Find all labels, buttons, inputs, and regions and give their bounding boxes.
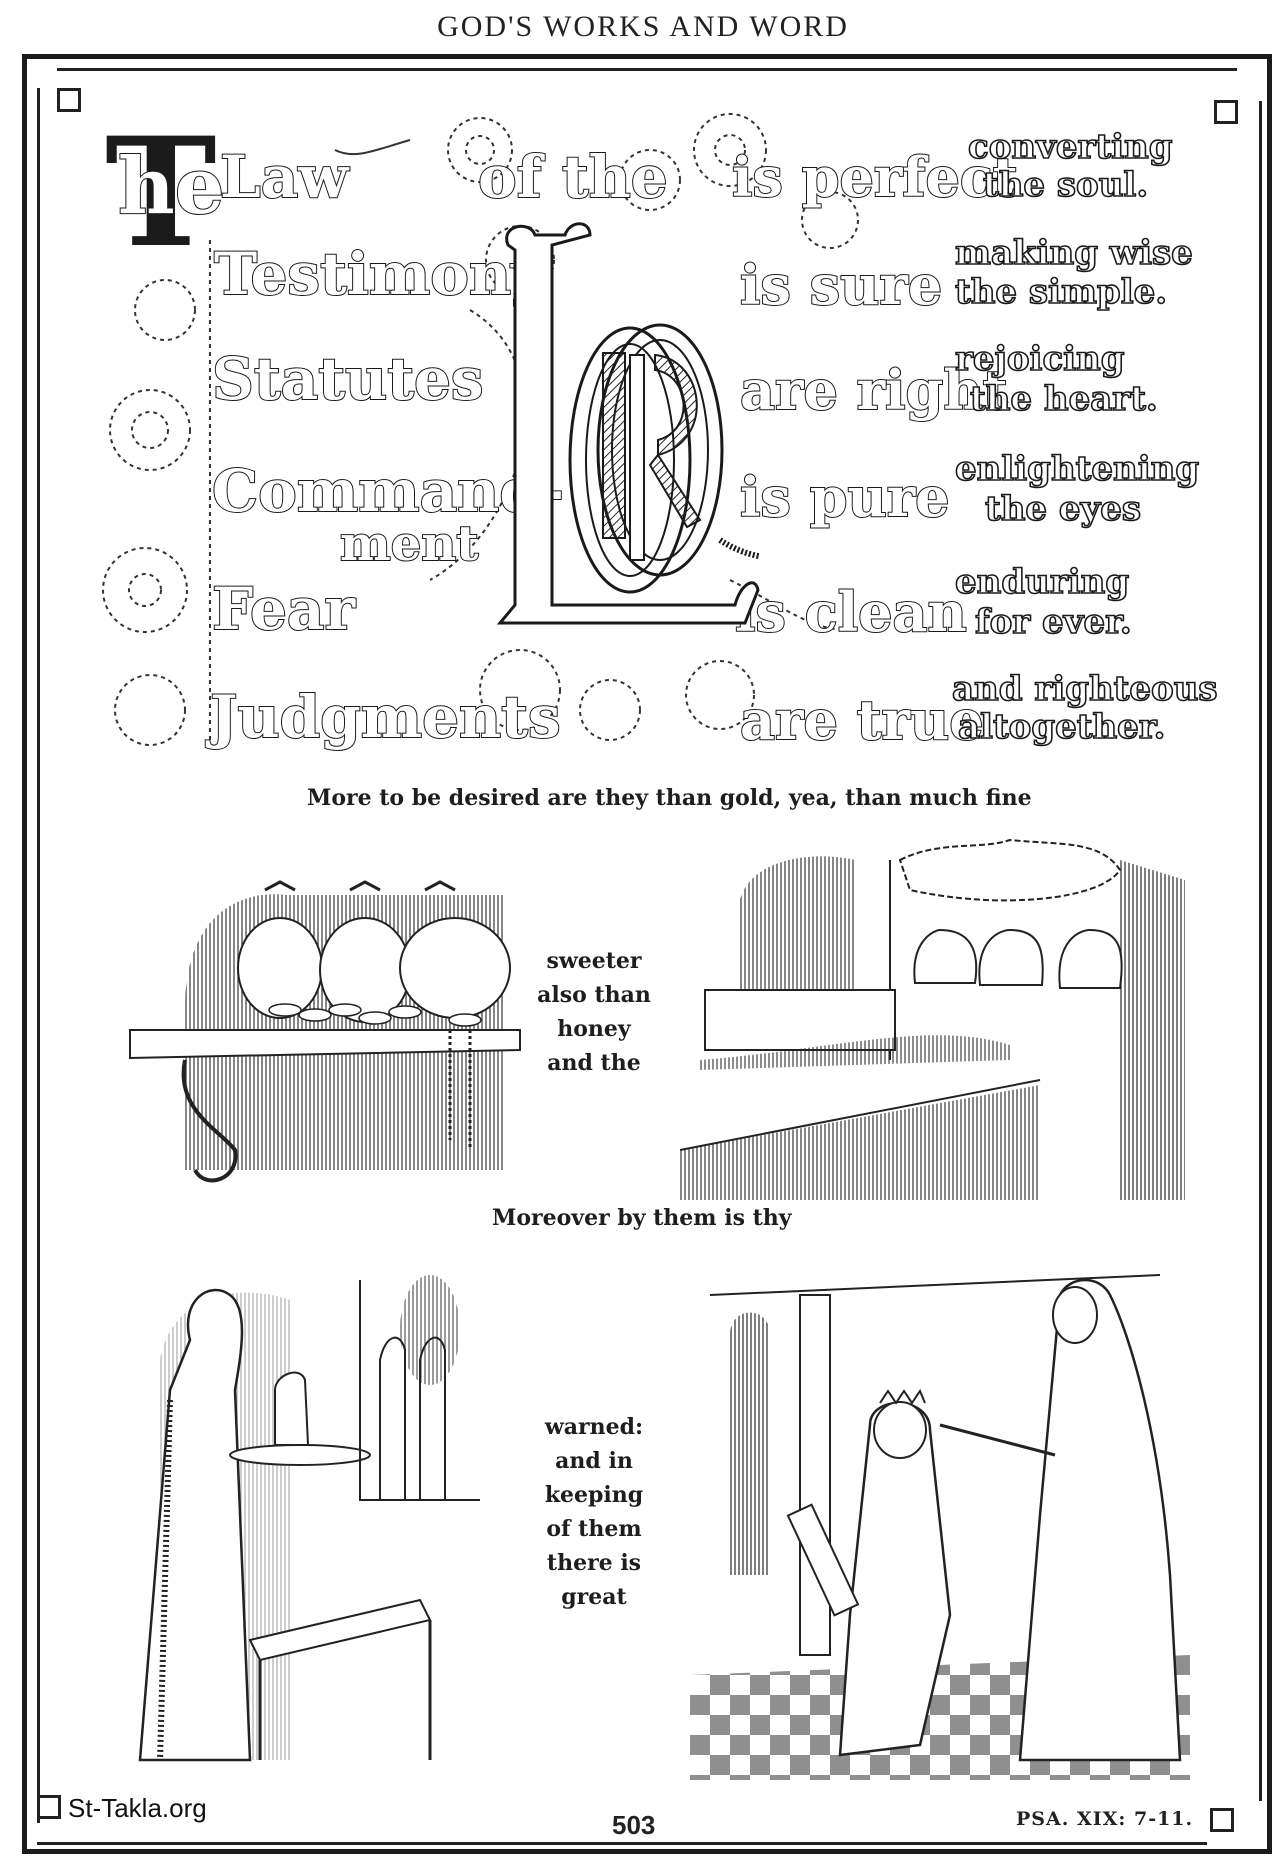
result-line: the soul. xyxy=(982,165,1149,205)
running-head: GOD'S WORKS AND WORD xyxy=(437,10,849,43)
result-line: and righteous xyxy=(951,669,1218,709)
inner-border-bottom xyxy=(37,1842,1207,1845)
side-caption-2: warned: and in keeping of them there is … xyxy=(519,1410,669,1614)
caption-line-2: Moreover by them is thy xyxy=(492,1205,792,1231)
result-line: the eyes xyxy=(984,489,1142,529)
side-caption-line: there is xyxy=(546,1550,642,1576)
result-line: the heart. xyxy=(969,379,1158,419)
result-line: altogether. xyxy=(957,707,1166,747)
predicate-is-clean: is clean xyxy=(734,580,968,644)
side-caption-line: also than xyxy=(537,982,651,1008)
lord-monogram xyxy=(496,222,760,625)
initial-letter: T xyxy=(105,105,217,281)
scripture-reference: PSA. XIX: 7-11. xyxy=(1016,1808,1194,1830)
result-line: enlightening xyxy=(954,449,1200,489)
illustration-reward xyxy=(690,1274,1190,1780)
corner-square-top-left xyxy=(57,88,81,112)
corner-square-top-right xyxy=(1214,100,1238,124)
side-caption-line: honey xyxy=(557,1016,631,1042)
page-number: 503 xyxy=(612,1810,656,1840)
subject-law: Law xyxy=(219,143,349,211)
illustration-gold xyxy=(129,880,521,1183)
caption-line-1: More to be desired are they than gold, y… xyxy=(307,785,1032,811)
subject-commandment-cont: ment xyxy=(339,516,479,572)
initial-he: he xyxy=(117,141,225,232)
inner-border-right xyxy=(1259,101,1262,1801)
result-line: rejoicing xyxy=(954,339,1125,379)
subject-testimony: Testimony xyxy=(213,240,546,308)
side-caption-line: great xyxy=(561,1584,627,1610)
result-line: the simple. xyxy=(954,272,1168,312)
side-caption-line: keeping xyxy=(544,1482,644,1508)
subject-fear: Fear xyxy=(211,575,356,643)
inner-border-top xyxy=(57,68,1237,71)
corner-square-bottom-right xyxy=(1210,1808,1234,1832)
side-caption-line: sweeter xyxy=(546,948,642,974)
subject-commandment: Command- xyxy=(211,457,565,525)
result-line: enduring xyxy=(954,562,1130,602)
predicate-are-right: are right xyxy=(739,358,1009,422)
subject-judgments: Judgments xyxy=(209,683,562,751)
result-line: converting xyxy=(967,127,1173,167)
side-caption-line: and in xyxy=(555,1448,633,1474)
outer-border xyxy=(22,54,1272,1854)
subject-statutes: Statutes xyxy=(211,345,485,413)
ornament-scrollwork xyxy=(102,113,859,750)
illustration-servant xyxy=(138,1275,480,1762)
watermark: St-Takla.org xyxy=(68,1793,207,1823)
result-line: for ever. xyxy=(974,602,1132,642)
predicate-are-true: are true xyxy=(739,688,985,752)
connector-of-the: of the xyxy=(477,143,669,211)
predicate-is-sure: is sure xyxy=(739,253,943,317)
illustration-honey xyxy=(680,838,1185,1200)
predicate-is-perfect: is perfect xyxy=(731,145,1019,209)
side-caption-1: sweeter also than honey and the xyxy=(519,944,669,1080)
inner-border-left xyxy=(37,88,40,1823)
result-line: making wise xyxy=(954,233,1193,273)
predicate-is-pure: is pure xyxy=(739,465,951,529)
side-caption-line: of them xyxy=(546,1516,642,1542)
side-caption-line: and the xyxy=(547,1050,641,1076)
corner-square-bottom-left xyxy=(37,1795,61,1819)
side-caption-line: warned: xyxy=(544,1414,644,1440)
